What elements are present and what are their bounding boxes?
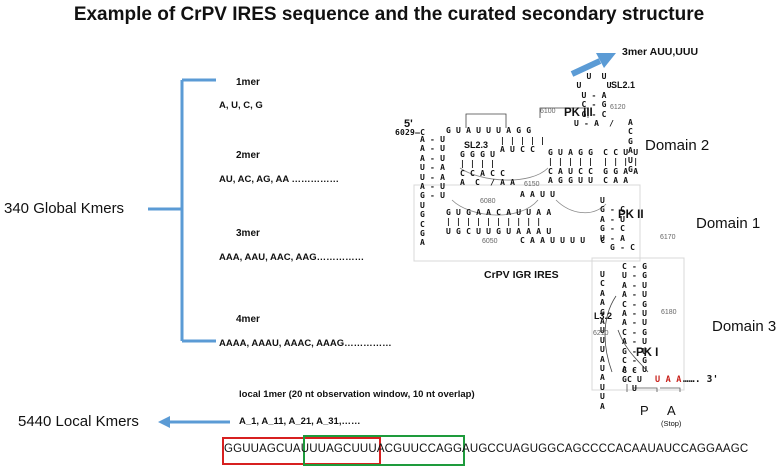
pos-6029: 6029–C — [395, 128, 426, 137]
domain1-region — [413, 184, 641, 262]
domain-1-label: Domain 1 — [696, 215, 761, 232]
stop-label: (Stop) — [661, 419, 682, 428]
three-prime-end: ……. 3' — [683, 374, 719, 385]
3mer-arrow-head — [596, 53, 616, 68]
domain2-top-row: G U A U U U A G G — [446, 126, 532, 135]
domain-3-label: Domain 3 — [712, 318, 777, 335]
domain3-bottom: C C C U — [622, 366, 643, 385]
pk3-link-b — [539, 107, 589, 118]
ires-label: CrPV IGR IRES — [484, 269, 559, 281]
pos-6180: 6180 — [661, 309, 677, 316]
domain3-region — [591, 257, 685, 391]
local-kmer-examples: A_1, A_11, A_21, A_31,…… — [239, 416, 361, 427]
pos-6120: 6120 — [610, 104, 626, 111]
kmer-4mer-name: 4mer — [236, 314, 260, 325]
pos-6050: 6050 — [482, 238, 498, 245]
kmer-3mer-name: 3mer — [236, 228, 260, 239]
kmer-4mer-examples: AAAA, AAAU, AAAC, AAAG…………… — [219, 338, 392, 349]
l32-label: L3.2 — [594, 311, 613, 321]
arc-2 — [459, 167, 549, 181]
window-box-red — [222, 437, 381, 465]
3mer-arrow-shaft — [570, 58, 602, 77]
local-kmers-label: 5440 Local Kmers — [18, 413, 139, 430]
arc-1 — [451, 199, 539, 216]
pk3-link — [465, 113, 507, 128]
l32-link — [604, 295, 617, 373]
pos-6210: 6210 — [593, 330, 609, 337]
pos-6150: 6150 — [524, 181, 540, 188]
domain1-bottom-row: C A A U U U U C — [520, 236, 606, 245]
global-kmers-label: 340 Global Kmers — [4, 200, 125, 217]
pk1-link — [617, 329, 649, 373]
five-prime-end: 5' — [404, 118, 413, 130]
ires-sequence: GGUUAGCUAUUUAGCUUUACGUUCCAGGAUGCCUAGUGGC… — [224, 443, 749, 455]
pk3-label: PK III — [564, 107, 593, 119]
sl23-label: SL2.3 — [464, 140, 489, 150]
pos-6100: 6100 — [540, 108, 556, 115]
kmer-1mer-name: 1mer — [236, 77, 260, 88]
domain-2-label: Domain 2 — [645, 137, 710, 154]
kmer-2mer-examples: AU, AC, AG, AA …………… — [219, 174, 339, 185]
pk1-label: PK I — [636, 347, 659, 359]
3mer-arrow-label: 3mer AUU,UUU — [622, 46, 699, 58]
pos-6170: 6170 — [660, 234, 676, 241]
pk2-label: PK II — [618, 209, 644, 221]
page-title: Example of CrPV IRES sequence and the cu… — [73, 4, 705, 25]
p-site-label: P — [640, 403, 649, 418]
stop-codon: U A A — [655, 375, 682, 385]
domain1-top: A A U U — [520, 190, 556, 199]
domain1-stem: G U G A A C A U U A A| | | | | | | | | |… — [446, 208, 552, 236]
kmer-3mer-examples: AAA, AAU, AAC, AAG…………… — [219, 252, 365, 263]
local-arrow-head — [158, 416, 170, 428]
pos-6080: 6080 — [480, 198, 496, 205]
a-site-label: A — [667, 403, 676, 418]
arc-3 — [555, 199, 607, 213]
domain2-pk3-row: | | | | |A U C C — [500, 136, 546, 155]
site-brackets — [626, 384, 681, 392]
local-kmer-heading: local 1mer (20 nt observation window, 10… — [239, 389, 475, 400]
kmer-1mer-examples: A, U, C, G — [219, 100, 263, 111]
window-box-green — [303, 435, 465, 466]
kmer-2mer-name: 2mer — [236, 150, 260, 161]
domain2-right-stem: G U A G G C C U U| | | | | | | | |C A U … — [548, 148, 639, 186]
sl21-label: SL2.1 — [611, 80, 636, 90]
